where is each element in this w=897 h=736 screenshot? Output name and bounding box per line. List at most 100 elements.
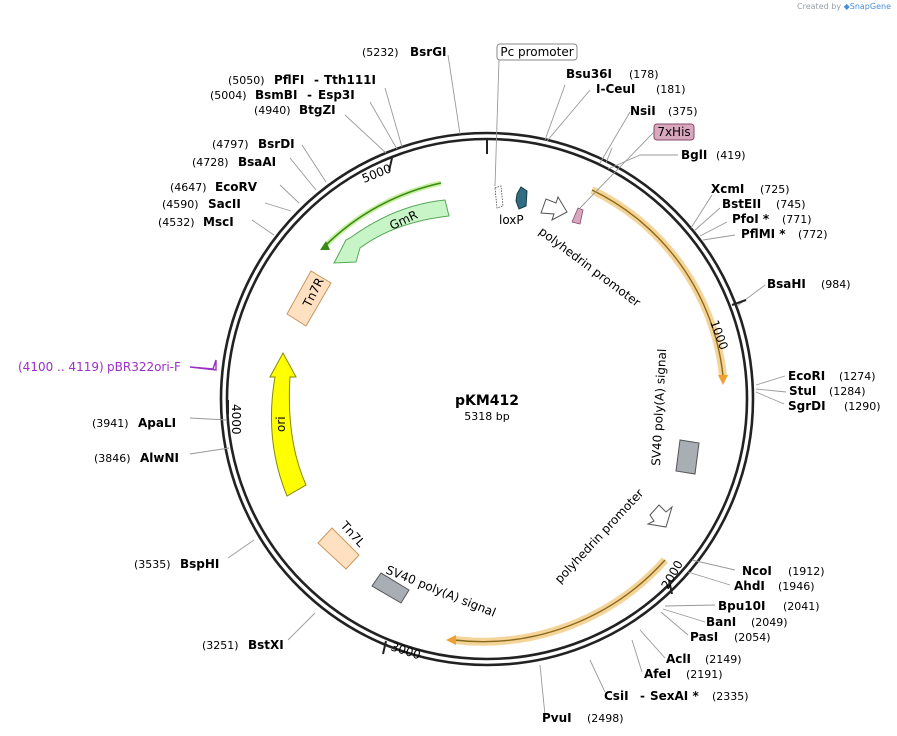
feature-label-loxp: loxP (499, 213, 524, 227)
enzyme-name: BstEII (722, 197, 761, 211)
enzyme-name: PflFI (274, 73, 304, 87)
primer-range: (4100 .. 4119) (18, 360, 104, 374)
enzyme-name: PflMI * (741, 227, 786, 241)
primer-pbr322ori-f: (4100 .. 4119) pBR322ori-F (18, 359, 217, 374)
enzyme-pos: (745) (776, 198, 806, 211)
enzyme-pos: (4532) (158, 216, 195, 229)
tick-label-3000: 3000 (389, 640, 422, 663)
enzyme-name: AclI (666, 652, 691, 666)
enzyme-pos: (178) (629, 68, 659, 81)
enzyme-pos: (3941) (92, 417, 129, 430)
feature-label-ori: ori (274, 416, 288, 432)
enzyme-pos: (3251) (202, 639, 239, 652)
enzyme-name: NcoI (742, 564, 772, 578)
tick-label-4000: 4000 (229, 404, 243, 435)
enzyme-pos: (5232) (362, 46, 399, 59)
enzyme-pos: (3846) (94, 452, 131, 465)
enzyme-pos: (419) (716, 149, 746, 162)
tick-marks (227, 157, 747, 655)
credit-prefix: Created by (797, 2, 842, 11)
enzyme-pos: (1946) (778, 580, 815, 593)
tick-label-5000: 5000 (360, 161, 394, 185)
enzyme-name: Tth111I (324, 73, 376, 87)
enzyme-pos: (4940) (254, 104, 291, 117)
gmr-orf-arc (320, 180, 442, 250)
plasmid-length: 5318 bp (464, 410, 509, 423)
enzyme-name: AfeI (644, 667, 671, 681)
enzyme-name: SgrDI (788, 399, 826, 413)
enzyme-pos: (181) (656, 83, 686, 96)
enzyme-dash: - (307, 88, 312, 102)
enzyme-pos: (725) (760, 183, 790, 196)
enzyme-name: BsmBI (255, 88, 297, 102)
enzyme-pos: (4590) (162, 198, 199, 211)
enzyme-pos: (1284) (829, 385, 866, 398)
plasmid-name: pKM412 (455, 393, 519, 409)
feature-tn7r: Tn7R (286, 270, 332, 327)
enzyme-name: CsiI (604, 689, 629, 703)
enzyme-pos: (2149) (705, 653, 742, 666)
enzyme-pos: (2335) (712, 690, 749, 703)
enzyme-name: I-CeuI (596, 82, 635, 96)
tick-label-1000: 1000 (707, 318, 731, 351)
enzyme-pos: (2049) (751, 616, 788, 629)
enzyme-pos: (1912) (788, 565, 825, 578)
enzyme-pos: (5004) (210, 89, 247, 102)
feature-label-sv40-right: SV40 poly(A) signal (649, 348, 669, 466)
enzyme-name: BspHI (180, 557, 219, 571)
pc-promoter-label: Pc promoter (500, 45, 573, 59)
backbone (219, 131, 755, 667)
credit-brand: SnapGene (849, 2, 891, 11)
enzyme-name: MscI (203, 215, 234, 229)
enzyme-name: BstXI (248, 638, 284, 652)
enzyme-name: Bpu10I (718, 599, 765, 613)
his-tag-mark (571, 207, 584, 225)
enzyme-pos: (2498) (587, 712, 624, 725)
his-tag-box: 7xHis (579, 123, 695, 209)
enzyme-name: AlwNI (140, 451, 179, 465)
enzyme-pos: (772) (798, 228, 828, 241)
enzyme-pos: (5050) (228, 74, 265, 87)
snapgene-logo-icon: ◆ (843, 2, 850, 11)
enzyme-pos: (2041) (783, 600, 820, 613)
enzyme-labels: (5232) BsrGI (5050) PflFI - Tth111I (500… (92, 45, 881, 725)
enzyme-name: Esp3I (318, 88, 355, 102)
enzyme-name: BsrDI (258, 137, 295, 151)
pc-promoter-box: Pc promoter (494, 43, 578, 187)
enzyme-pos: (4797) (212, 138, 249, 151)
enzyme-name: AhdI (734, 579, 765, 593)
his-tag-label: 7xHis (657, 125, 690, 139)
enzyme-name: PvuI (542, 711, 572, 725)
enzyme-pos: (1274) (839, 370, 876, 383)
enzyme-name: StuI (789, 384, 816, 398)
feature-label-gmr: GmR (387, 208, 419, 233)
enzyme-name: BtgZI (299, 103, 336, 117)
enzyme-name: Bsu36I (566, 67, 612, 81)
enzyme-pos: (3535) (134, 558, 171, 571)
primer-name: pBR322ori-F (107, 360, 181, 374)
enzyme-name: BsaHI (767, 277, 806, 291)
enzyme-name: XcmI (711, 182, 744, 196)
enzyme-name: ApaLI (138, 416, 176, 430)
feature-label-polyhedrin-top: polyhedrin promoter (536, 224, 643, 309)
enzyme-pos: (1290) (844, 400, 881, 413)
enzyme-pos: (2191) (686, 668, 723, 681)
enzyme-name: SexAI * (650, 689, 699, 703)
enzyme-pos: (4647) (170, 181, 207, 194)
enzyme-name: SacII (208, 197, 241, 211)
enzyme-name: BanI (706, 615, 736, 629)
enzyme-name: BsrGI (410, 45, 447, 59)
enzyme-name: PfoI * (732, 212, 770, 226)
enzyme-leader-lines (189, 54, 787, 716)
enzyme-dash: - (314, 73, 319, 87)
enzyme-name: PasI (690, 630, 718, 644)
orf-arc-2 (446, 557, 668, 646)
enzyme-pos: (984) (821, 278, 851, 291)
feature-sv40-right: SV40 poly(A) signal (649, 348, 700, 475)
feature-gmr: GmR (333, 199, 450, 264)
enzyme-name: BsaAI (238, 155, 276, 169)
feature-tn7l: Tn7L (317, 518, 368, 570)
feature-loxp: loxP (494, 185, 528, 227)
enzyme-name: EcoRI (788, 369, 825, 383)
snapgene-credit: Created by ◆SnapGene (797, 2, 891, 11)
